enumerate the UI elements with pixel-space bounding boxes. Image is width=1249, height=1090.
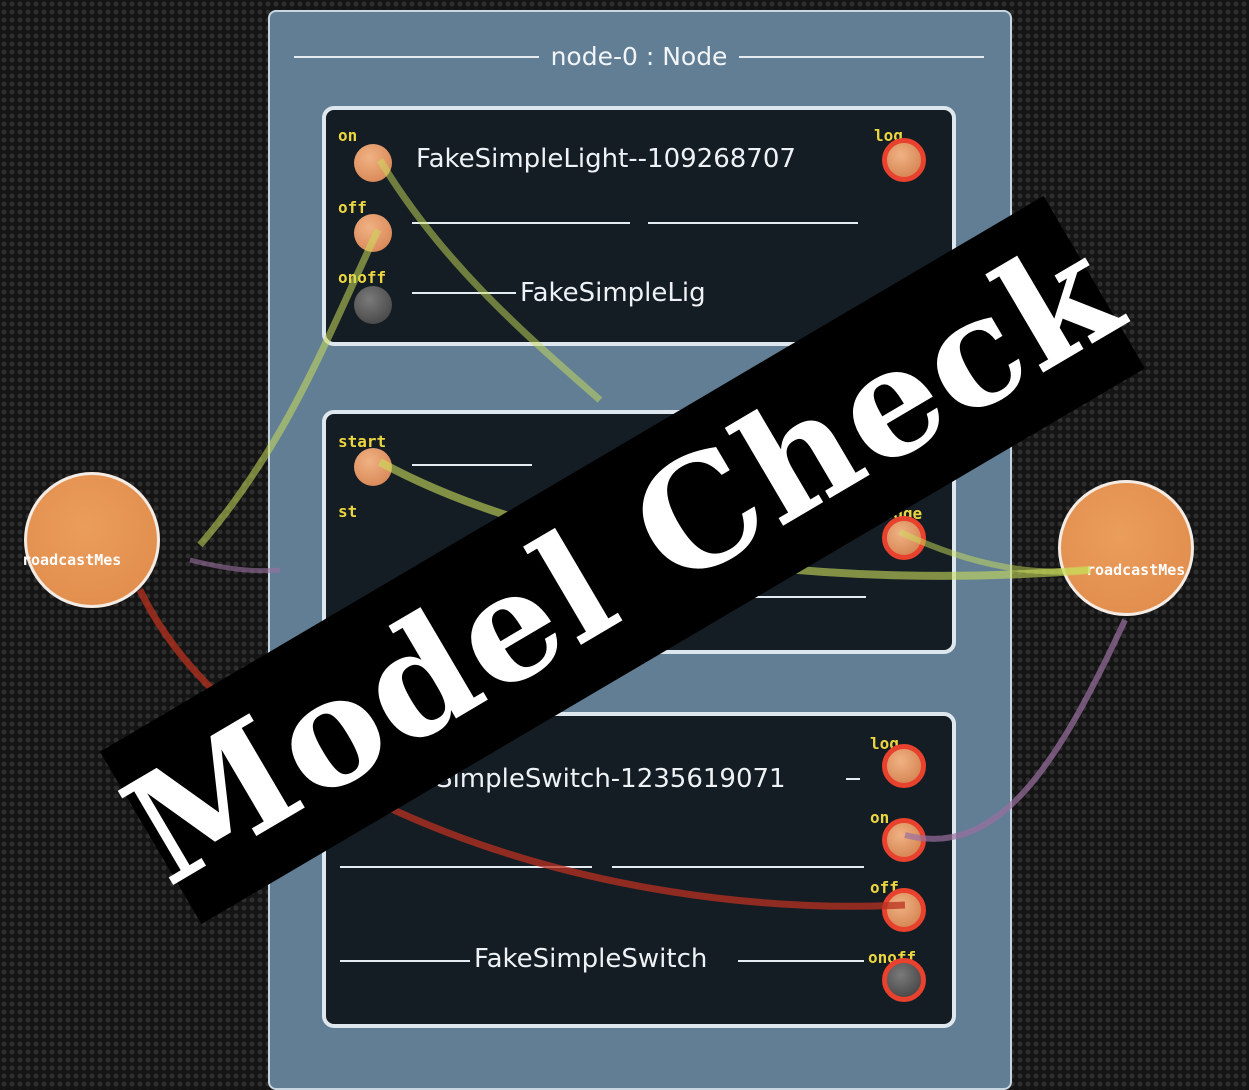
- wire-switch-off: [136, 588, 906, 910]
- port-log[interactable]: [882, 138, 926, 182]
- divider: [648, 222, 858, 224]
- port-onoff[interactable]: [354, 286, 392, 324]
- divider: [738, 960, 864, 962]
- divider: [340, 866, 592, 868]
- wire-logger: [898, 529, 1091, 575]
- divider: [294, 55, 539, 58]
- light-component-title: FakeSimpleLight--109268707: [416, 144, 796, 174]
- node-header: node-0 : Node: [294, 42, 985, 71]
- broadcast-node-left[interactable]: [24, 472, 160, 608]
- port-label-off: off: [338, 198, 367, 217]
- port-log[interactable]: [882, 744, 926, 788]
- port-label-st: st: [338, 502, 358, 521]
- broadcast-node-left-label: roadcastMes: [22, 551, 122, 569]
- divider: [412, 292, 516, 294]
- node-title: node-0 : Node: [550, 42, 728, 71]
- port-off[interactable]: [882, 888, 926, 932]
- broadcast-node-right-label: roadcastMes: [1086, 561, 1186, 579]
- divider: [412, 222, 630, 224]
- wire-off: [197, 228, 382, 548]
- port-label-on: on: [338, 126, 358, 145]
- switch-component-type: FakeSimpleSwitch: [474, 944, 708, 974]
- divider: [340, 960, 470, 962]
- wire-on: [376, 158, 603, 403]
- divider: [846, 778, 860, 780]
- port-label-start: start: [338, 432, 387, 451]
- light-component-type: FakeSimpleLig: [520, 278, 706, 308]
- wire-switch-on: [904, 618, 1128, 842]
- broadcast-node-right[interactable]: [1058, 480, 1194, 616]
- port-label-on: on: [870, 808, 890, 827]
- divider: [412, 464, 532, 466]
- port-onoff[interactable]: [882, 958, 926, 1002]
- divider: [739, 55, 985, 58]
- wire-left-out: [189, 557, 281, 574]
- divider: [612, 866, 864, 868]
